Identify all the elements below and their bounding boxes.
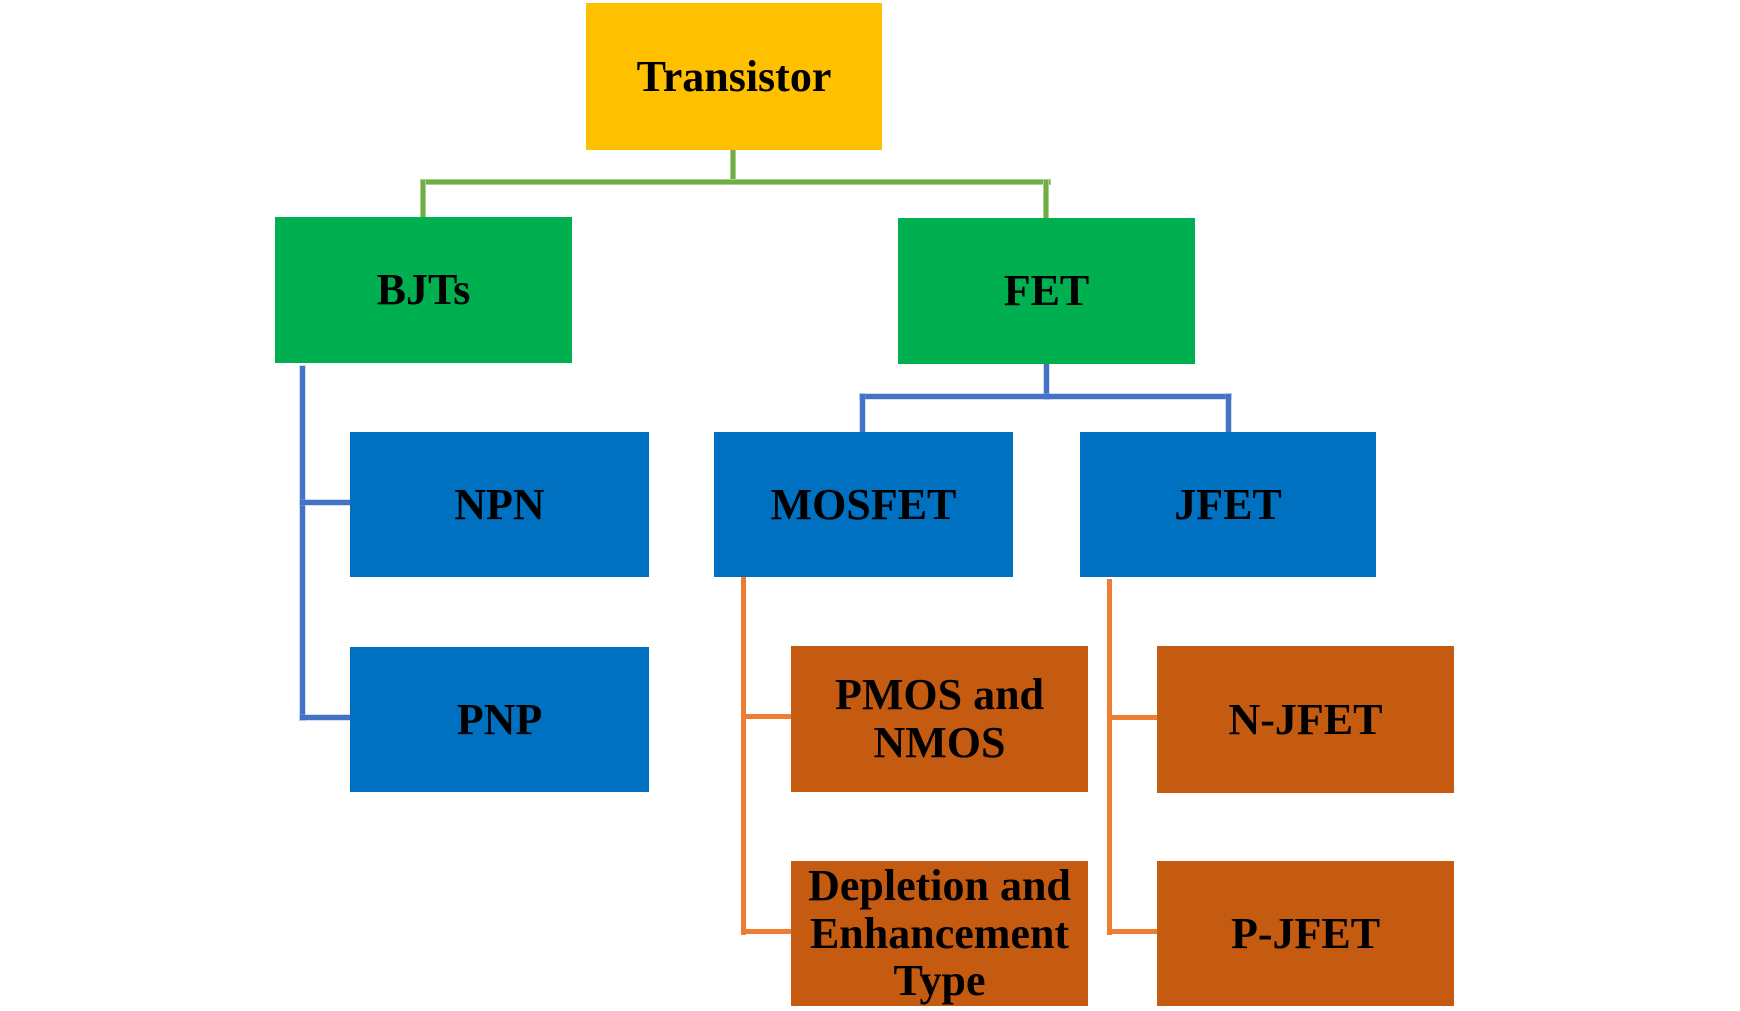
edge-drop-to-bjts xyxy=(421,180,425,217)
node-fet-label: FET xyxy=(1003,266,1090,316)
node-n-jfet-label: N-JFET xyxy=(1228,694,1383,744)
node-p-jfet: P-JFET xyxy=(1157,861,1454,1006)
edge-drop-to-mosfet xyxy=(860,394,865,432)
node-pnp: PNP xyxy=(350,647,649,792)
node-n-jfet: N-JFET xyxy=(1157,646,1454,793)
edge-stub-to-npn xyxy=(300,500,350,505)
edge-stub-to-pmos-nmos xyxy=(741,714,791,719)
node-mosfet: MOSFET xyxy=(714,432,1013,577)
edge-jfet-hanging-vertical xyxy=(1107,579,1112,935)
edge-stub-to-pnp xyxy=(300,715,350,720)
node-pmos-nmos: PMOS and NMOS xyxy=(791,646,1088,792)
node-transistor: Transistor xyxy=(586,3,882,150)
node-mosfet-label: MOSFET xyxy=(770,479,957,529)
node-depletion-enhancement-label: Depletion and Enhancement Type xyxy=(808,861,1071,1006)
edge-stub-to-depletion-enhancement xyxy=(741,929,791,934)
edge-fet-stem xyxy=(1044,364,1049,399)
edge-transistor-stem xyxy=(731,150,735,184)
edge-stub-to-n-jfet xyxy=(1107,715,1157,720)
node-jfet-label: JFET xyxy=(1174,479,1282,529)
node-fet: FET xyxy=(898,218,1195,364)
node-bjts-label: BJTs xyxy=(376,265,471,315)
node-depletion-enhancement: Depletion and Enhancement Type xyxy=(791,861,1088,1006)
node-bjts: BJTs xyxy=(275,217,572,363)
node-pmos-nmos-label: PMOS and NMOS xyxy=(834,670,1045,767)
edge-fet-children-horizontal xyxy=(860,394,1231,399)
edge-drop-to-fet xyxy=(1044,180,1048,218)
edge-transistor-children-horizontal xyxy=(421,180,1050,184)
node-npn: NPN xyxy=(350,432,649,577)
edge-stub-to-p-jfet xyxy=(1107,929,1157,934)
edge-drop-to-jfet xyxy=(1226,394,1231,432)
node-pnp-label: PNP xyxy=(456,694,543,744)
node-transistor-label: Transistor xyxy=(636,51,832,101)
node-npn-label: NPN xyxy=(454,479,545,529)
edge-bjts-hanging-vertical xyxy=(300,366,305,720)
node-p-jfet-label: P-JFET xyxy=(1230,908,1381,958)
node-jfet: JFET xyxy=(1080,432,1376,577)
edge-mosfet-hanging-vertical xyxy=(741,577,746,935)
